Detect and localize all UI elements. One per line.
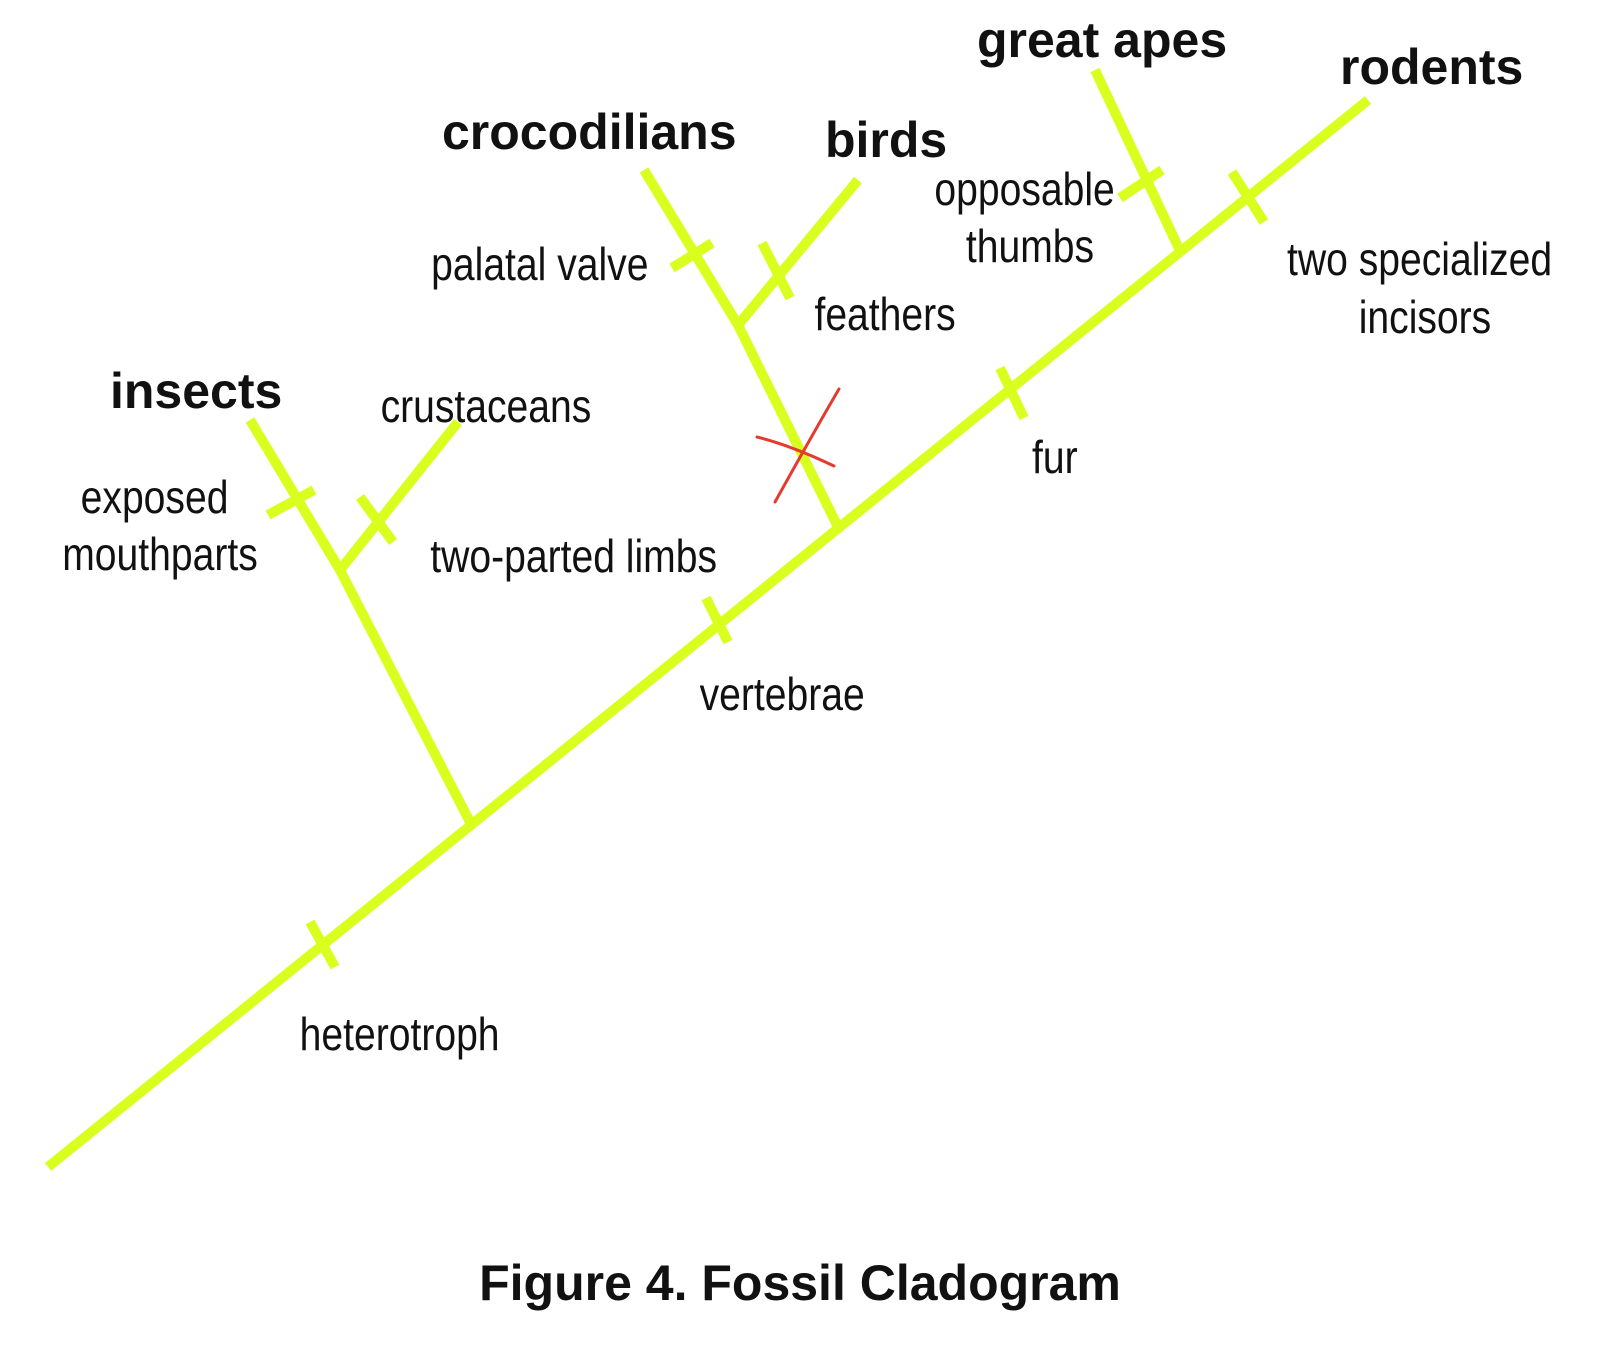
crustaceans-branch — [336, 418, 462, 574]
group-labels: insects crustaceans crocodilians birds g… — [110, 12, 1523, 433]
two-specialized-incisors-line-2: incisors — [1359, 292, 1491, 344]
crocodilians-branch — [639, 167, 743, 328]
fur-label: fur — [1032, 432, 1078, 484]
two-specialized-incisors-line-1: two specialized — [1287, 234, 1552, 286]
rodents-label: rodents — [1340, 39, 1523, 95]
exposed-mouthparts-line-1: exposed — [81, 472, 229, 524]
birds-branch — [734, 176, 862, 329]
opposable-thumbs-line-2: thumbs — [966, 221, 1094, 273]
palatal-valve-label: palatal valve — [431, 239, 648, 291]
great-apes-label: great apes — [977, 12, 1227, 68]
exposed-mouthparts-tick — [265, 485, 317, 520]
vertebrae-tick — [701, 595, 733, 645]
heterotroph-tick — [305, 919, 340, 970]
vertebrae-label: vertebrae — [700, 669, 865, 721]
two-specialized-incisors-label: two specialized incisors — [1287, 234, 1563, 344]
red-x-stroke-2 — [773, 387, 841, 504]
archosaur-branch — [733, 322, 843, 530]
branches — [44, 67, 1372, 1171]
exposed-mouthparts-line-2: mouthparts — [62, 529, 258, 581]
opposable-thumbs-label: opposable thumbs — [934, 164, 1125, 273]
great-apes-branch — [1090, 67, 1187, 258]
palatal-valve-tick — [669, 238, 715, 273]
main-trunk-branch — [44, 96, 1372, 1171]
fur-tick — [995, 365, 1029, 421]
insects-label: insects — [110, 363, 282, 419]
two-parted-limbs-tick — [355, 494, 398, 545]
feathers-tick — [757, 240, 795, 301]
crustaceans-label: crustaceans — [381, 381, 592, 433]
arthropod-branch — [335, 567, 475, 825]
two-specialized-incisors-tick — [1227, 169, 1269, 225]
figure-caption: Figure 4. Fossil Cladogram — [479, 1255, 1121, 1311]
red-x-stroke-1 — [755, 435, 836, 468]
heterotroph-label: heterotroph — [300, 1009, 500, 1061]
trait-ticks — [265, 165, 1269, 970]
red-x-mark — [755, 387, 841, 504]
crocodilians-label: crocodilians — [442, 104, 737, 160]
two-parted-limbs-label: two-parted limbs — [430, 531, 717, 583]
feathers-label: feathers — [814, 289, 955, 341]
birds-label: birds — [825, 112, 947, 168]
exposed-mouthparts-label: exposed mouthparts — [62, 472, 258, 581]
opposable-thumbs-line-1: opposable — [934, 164, 1114, 216]
opposable-thumbs-tick — [1117, 165, 1165, 203]
trait-labels: heterotroph vertebrae fur two-parted lim… — [62, 164, 1563, 1061]
